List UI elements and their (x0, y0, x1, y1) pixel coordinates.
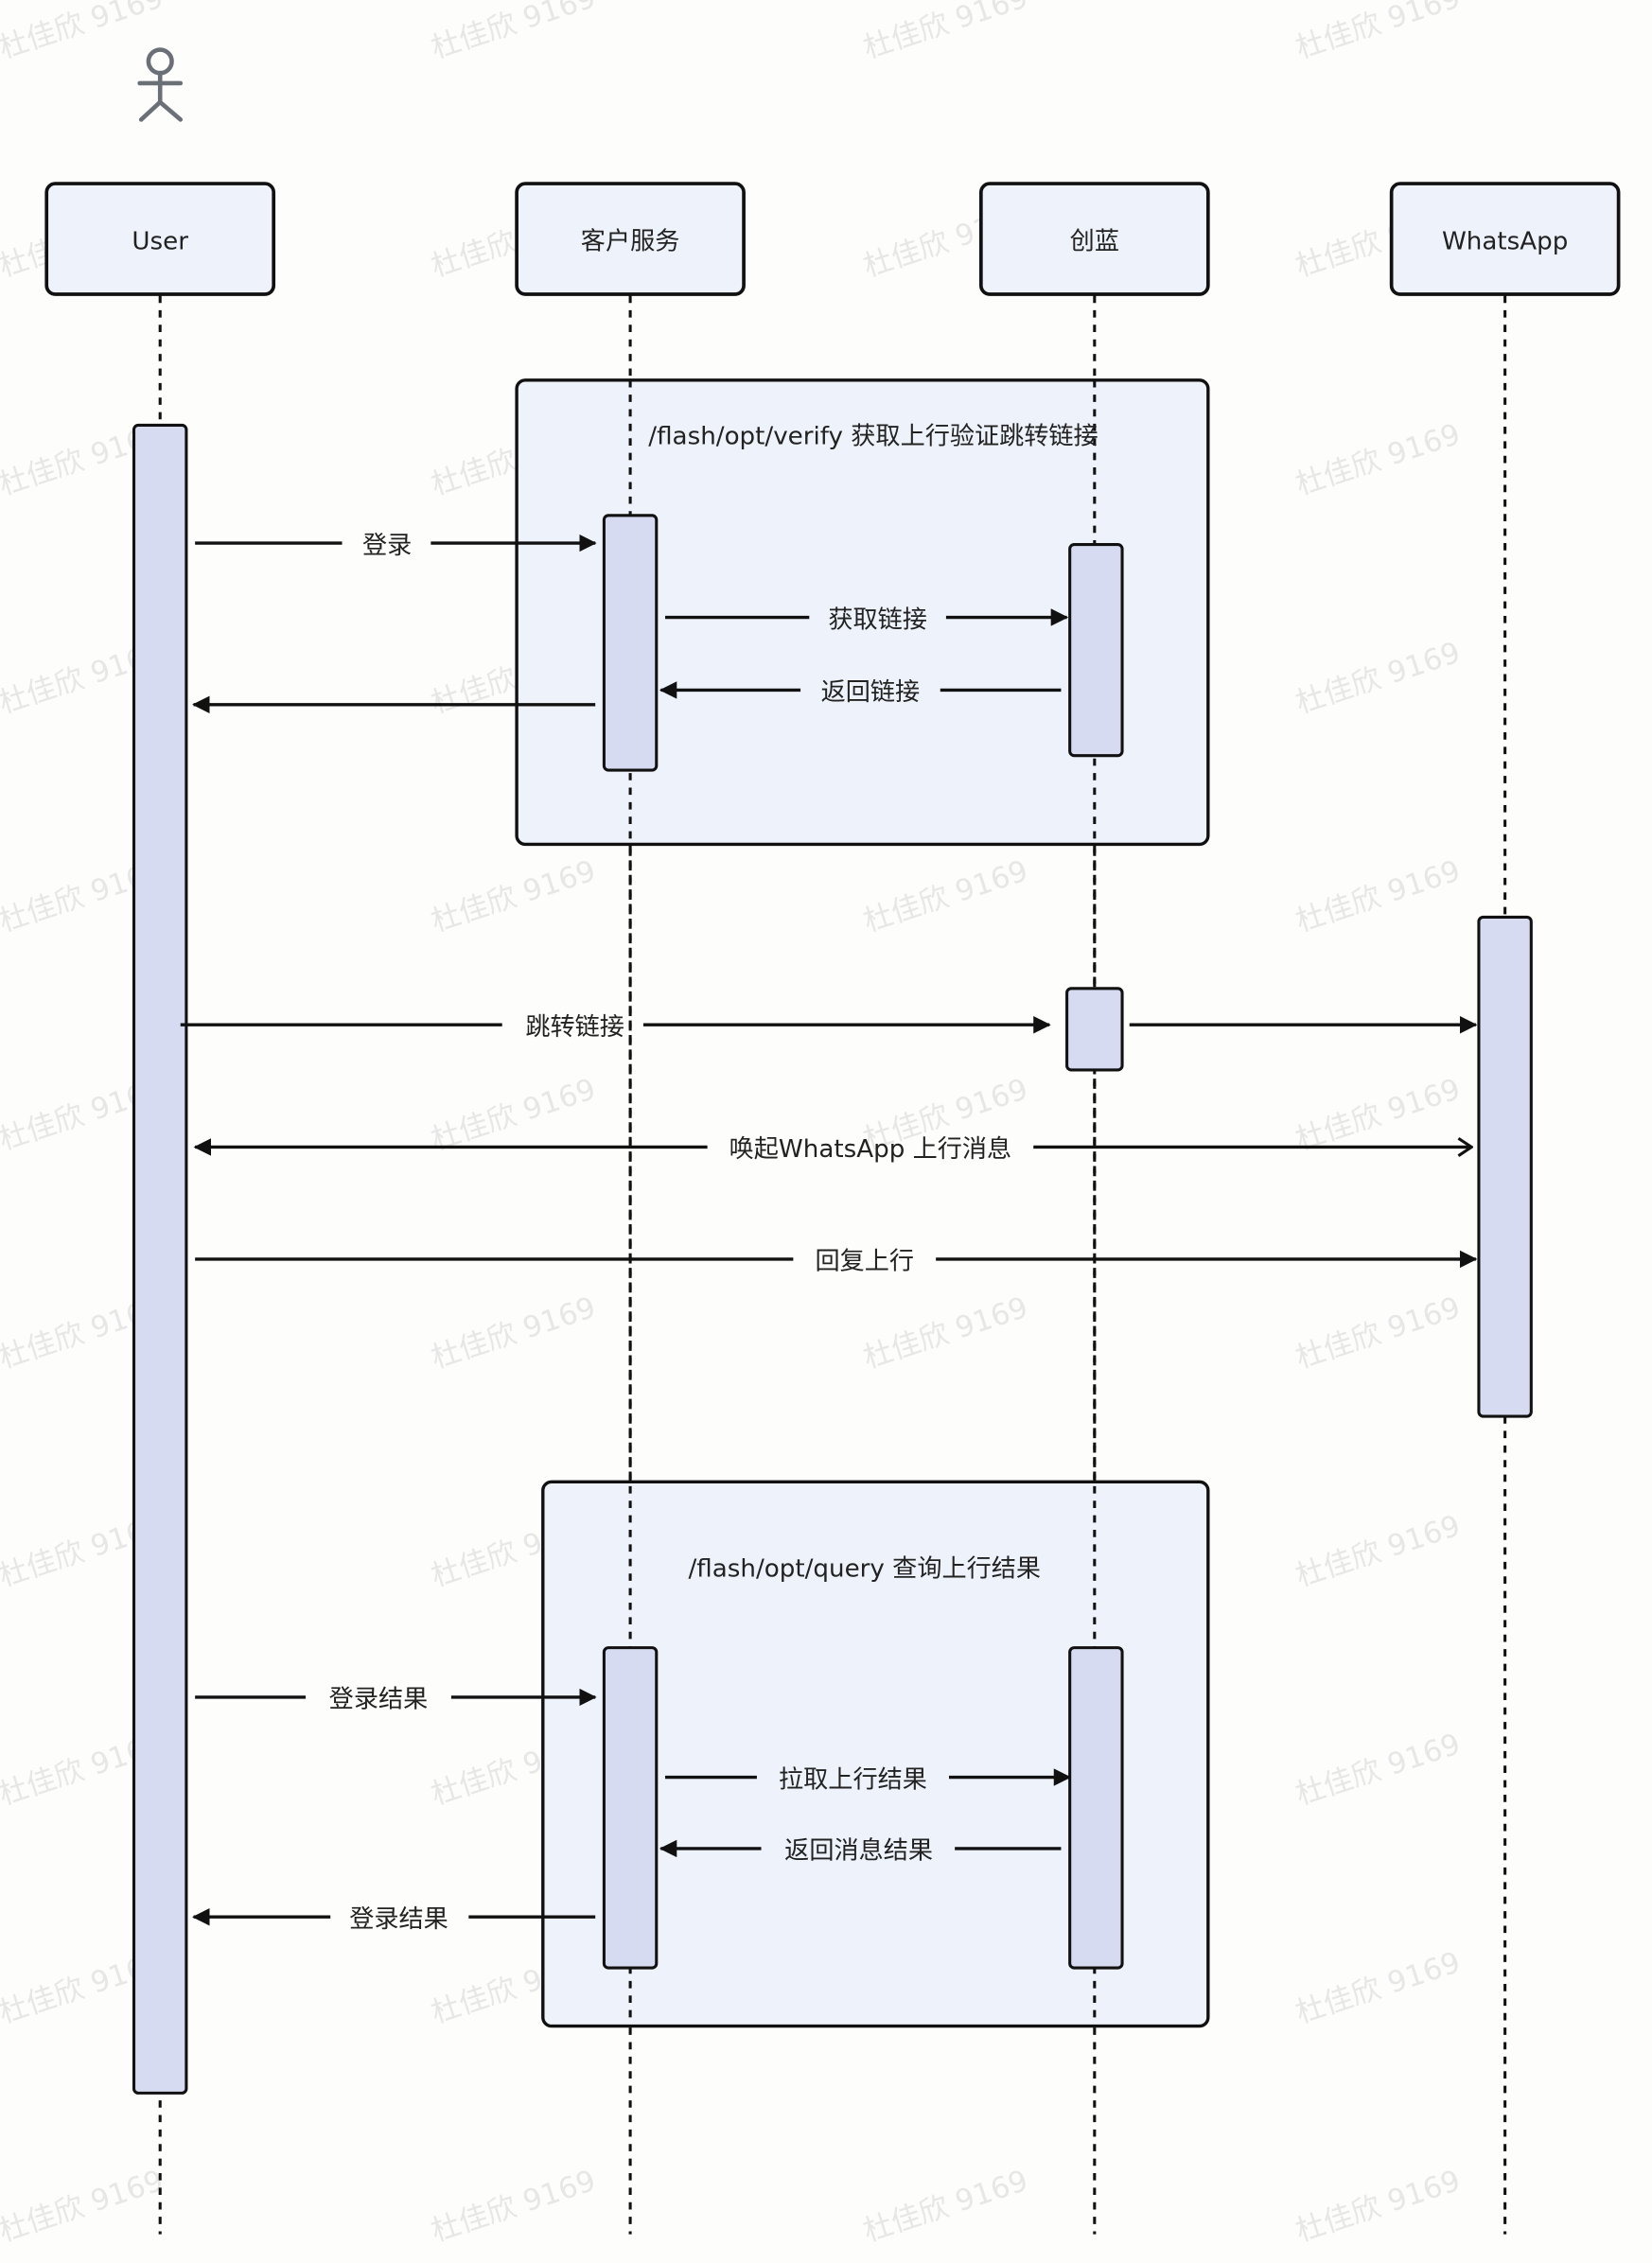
message-label: 回复上行 (815, 1248, 914, 1276)
message-login: 登录 (195, 532, 597, 560)
watermark-text: 杜佳欣 9169 (427, 1072, 600, 1157)
participant-label: User (132, 227, 188, 255)
message-label: 拉取上行结果 (779, 1765, 927, 1794)
watermark-text: 杜佳欣 9169 (1292, 636, 1465, 721)
watermark-text: 杜佳欣 9169 (859, 1290, 1032, 1376)
message-label: 登录结果 (329, 1686, 429, 1714)
participant-chuanglan[interactable]: 创蓝 (978, 182, 1210, 296)
message-label: 返回消息结果 (784, 1837, 933, 1866)
watermark-text: 杜佳欣 9169 (1292, 0, 1465, 65)
participant-user[interactable]: User (44, 182, 276, 296)
participant-customer-service[interactable]: 客户服务 (515, 182, 746, 296)
watermark-text: 杜佳欣 9169 (859, 853, 1032, 939)
message-label: 返回链接 (821, 678, 921, 707)
watermark-text: 杜佳欣 9169 (1292, 853, 1465, 939)
message-pull-uplink-result: 拉取上行结果 (665, 1765, 1072, 1794)
message-reply-uplink: 回复上行 (195, 1248, 1478, 1276)
frame-verify-label: /flash/opt/verify 获取上行验证跳转链接 (648, 422, 1098, 450)
activation-cs-1 (602, 514, 659, 772)
message-return-link: 返回链接 (659, 678, 1062, 707)
activation-cl-3 (1068, 1646, 1124, 1970)
participant-label: WhatsApp (1442, 227, 1568, 255)
watermark-text: 杜佳欣 9169 (859, 0, 1032, 65)
watermark-text: 杜佳欣 9169 (1292, 2164, 1465, 2249)
watermark-text: 杜佳欣 9169 (1292, 1727, 1465, 1812)
stick-figure-icon (137, 47, 184, 122)
activation-user (132, 423, 188, 2095)
message-label: 登录结果 (349, 1905, 448, 1934)
message-redirect-link: 跳转链接 (180, 1013, 1051, 1042)
message-login-result-request: 登录结果 (195, 1686, 597, 1714)
frame-verify (515, 378, 1210, 847)
message-label: 登录 (362, 532, 412, 560)
activation-cs-2 (602, 1646, 659, 1970)
message-login-result-response: 登录结果 (192, 1905, 596, 1934)
frame-query-label: /flash/opt/query 查询上行结果 (688, 1554, 1041, 1583)
message-invoke-whatsapp: 唤起WhatsApp 上行消息 (193, 1135, 1471, 1164)
message-label: 唤起WhatsApp 上行消息 (729, 1135, 1012, 1164)
watermark-text: 杜佳欣 9169 (1292, 417, 1465, 502)
message-label: 获取链接 (828, 605, 927, 634)
message-label: 跳转链接 (525, 1013, 624, 1042)
watermark-text: 杜佳欣 9169 (1292, 1072, 1465, 1157)
participant-whatsapp[interactable]: WhatsApp (1389, 182, 1621, 296)
watermark-text: 杜佳欣 9169 (427, 2164, 600, 2249)
watermark-text: 杜佳欣 9169 (859, 2164, 1032, 2249)
watermark-text: 杜佳欣 9169 (1292, 1945, 1465, 2030)
message-return-message-result: 返回消息结果 (659, 1837, 1062, 1866)
watermark-text: 杜佳欣 9169 (0, 0, 167, 65)
participant-label: 创蓝 (1070, 227, 1119, 255)
watermark-text: 杜佳欣 9169 (427, 0, 600, 65)
watermark-text: 杜佳欣 9169 (1292, 1509, 1465, 1594)
participant-label: 客户服务 (581, 227, 680, 255)
activation-cl-1 (1068, 543, 1124, 758)
watermark-text: 杜佳欣 9169 (0, 2164, 167, 2249)
message-get-link: 获取链接 (665, 605, 1069, 634)
watermark-text: 杜佳欣 9169 (427, 1290, 600, 1376)
activation-wa (1477, 915, 1533, 1418)
watermark-text: 杜佳欣 9169 (1292, 1290, 1465, 1376)
activation-cl-2 (1065, 987, 1124, 1072)
watermark-text: 杜佳欣 9169 (427, 853, 600, 939)
frame-query (541, 1480, 1210, 2028)
